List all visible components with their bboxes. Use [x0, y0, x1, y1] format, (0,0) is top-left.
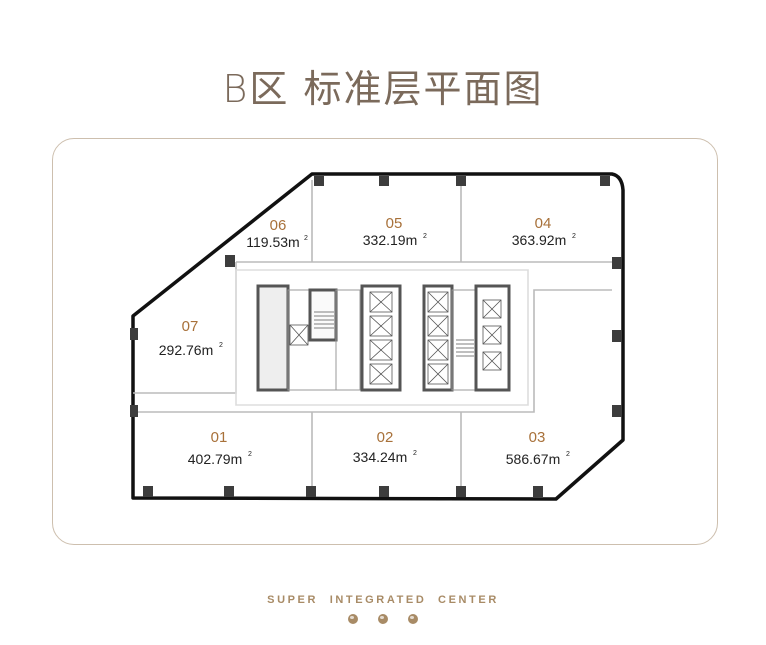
unit-area-sup: 2 — [219, 342, 223, 349]
unit-area: 119.53m — [246, 234, 299, 250]
globe-icon — [378, 614, 388, 624]
unit-area: 334.24m — [353, 449, 407, 465]
unit-07: 07 292.76m 2 — [159, 318, 223, 358]
unit-number: 02 — [377, 429, 394, 446]
unit-05: 05 332.19m 2 — [363, 215, 427, 248]
unit-number: 04 — [535, 215, 552, 232]
unit-06: 06 119.53m 2 — [246, 217, 308, 250]
unit-area: 332.19m — [363, 232, 417, 248]
globe-icon — [348, 614, 358, 624]
unit-02: 02 334.24m 2 — [353, 429, 417, 465]
unit-number: 05 — [386, 215, 403, 232]
unit-area: 586.67m — [506, 451, 560, 467]
unit-area-sup: 2 — [566, 451, 570, 458]
unit-03: 03 586.67m 2 — [506, 429, 570, 467]
unit-number: 07 — [182, 318, 199, 335]
globe-icons — [0, 614, 766, 624]
unit-number: 06 — [270, 217, 287, 234]
unit-area: 292.76m — [159, 342, 213, 358]
unit-01: 01 402.79m 2 — [188, 429, 252, 467]
columns — [130, 176, 622, 497]
unit-area: 402.79m — [188, 451, 242, 467]
unit-04: 04 363.92m 2 — [512, 215, 576, 248]
brand-tagline: SUPER INTEGRATED CENTER — [267, 594, 499, 606]
core — [256, 284, 511, 392]
unit-area-sup: 2 — [248, 451, 252, 458]
building-outline — [131, 172, 625, 501]
unit-area-sup: 2 — [304, 235, 308, 242]
unit-area-sup: 2 — [413, 450, 417, 457]
page-title: B区 标准层平面图 — [222, 67, 544, 111]
partitions — [133, 180, 612, 495]
unit-area-sup: 2 — [423, 233, 427, 240]
unit-number: 01 — [211, 429, 228, 446]
unit-number: 03 — [529, 429, 546, 446]
plan-frame — [52, 138, 718, 545]
unit-area-sup: 2 — [572, 233, 576, 240]
globe-icon — [408, 614, 418, 624]
unit-area: 363.92m — [512, 232, 566, 248]
